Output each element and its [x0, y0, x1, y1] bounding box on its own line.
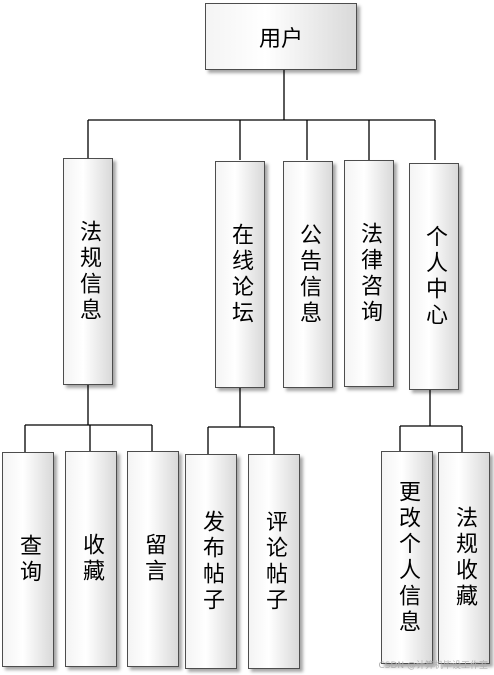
root-node-user: 用户: [205, 3, 357, 70]
leaf-label: 查询: [16, 533, 41, 586]
module-regulation-info: 法规信息: [63, 158, 113, 385]
module-label: 法律咨询: [357, 221, 382, 326]
module-label: 个人中心: [422, 224, 447, 329]
leaf-edit-profile: 更改个人信息: [381, 451, 433, 664]
watermark-text: CSDN @计算机毕设工作室: [378, 661, 488, 671]
leaf-message: 留言: [127, 451, 179, 667]
module-personal-center: 个人中心: [409, 163, 459, 390]
leaf-label: 发布帖子: [199, 509, 224, 614]
leaf-label: 评论帖子: [262, 509, 287, 614]
module-online-forum: 在线论坛: [215, 161, 265, 388]
leaf-favorite: 收藏: [65, 451, 117, 667]
module-label: 公告信息: [296, 222, 321, 327]
leaf-query: 查询: [2, 452, 54, 667]
module-legal-consult: 法律咨询: [344, 160, 394, 387]
leaf-label: 法规收藏: [452, 506, 477, 610]
leaf-post-topic: 发布帖子: [185, 454, 237, 669]
leaf-label: 更改个人信息: [395, 479, 420, 636]
module-label: 在线论坛: [228, 222, 253, 327]
module-announcement-info: 公告信息: [283, 161, 333, 388]
module-label: 法规信息: [76, 219, 101, 324]
root-node-label: 用户: [258, 26, 303, 52]
leaf-label: 收藏: [79, 533, 104, 585]
leaf-comment-topic: 评论帖子: [248, 454, 300, 669]
leaf-label: 留言: [141, 533, 166, 585]
leaf-regulation-favorites: 法规收藏: [438, 452, 490, 664]
